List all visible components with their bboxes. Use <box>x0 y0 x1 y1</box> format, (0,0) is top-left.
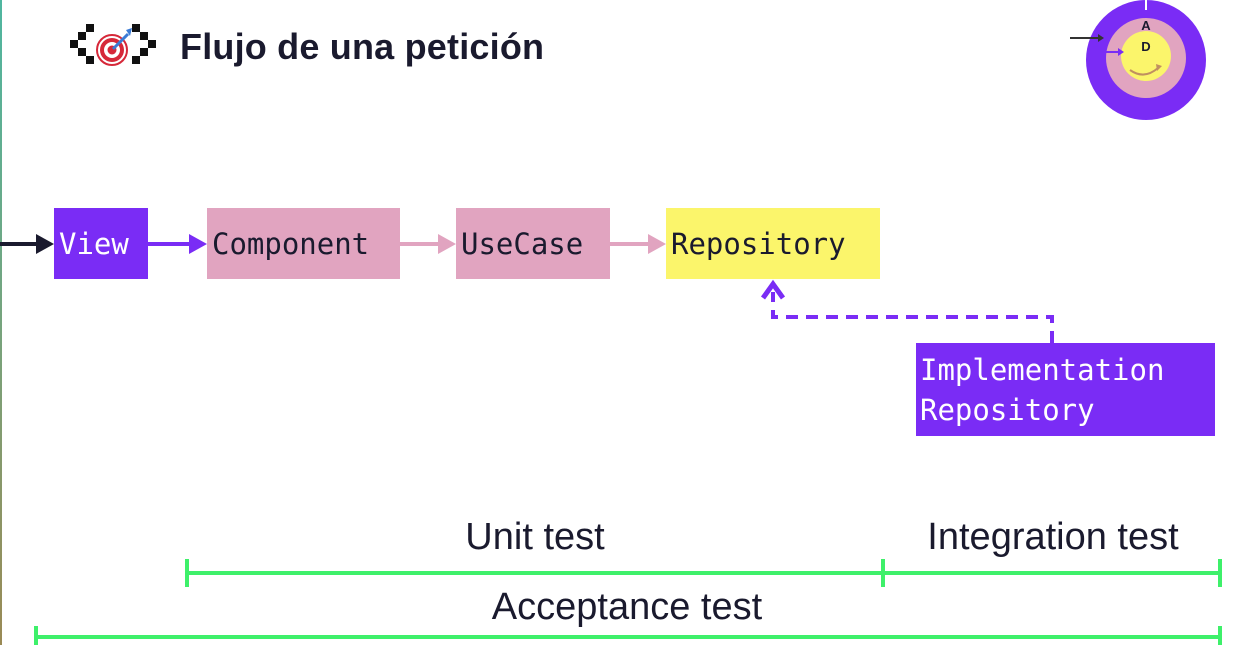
page-title: Flujo de una petición <box>180 26 545 67</box>
component-to-usecase-arrow <box>400 234 456 254</box>
target-logo-icon <box>70 24 156 66</box>
repository-box: Repository <box>666 208 880 279</box>
component-box: Component <box>207 208 400 279</box>
left-edge-accent <box>0 0 2 645</box>
integration-test-label: Integration test <box>927 516 1179 558</box>
usecase-box-label: UseCase <box>461 226 584 261</box>
usecase-box: UseCase <box>456 208 610 279</box>
view-box-label: View <box>59 226 129 261</box>
view-box: View <box>54 208 148 279</box>
implementation-label-line1: Implementation <box>920 353 1165 387</box>
implementation-repository-box: Implementation Repository <box>916 343 1215 436</box>
badge-inner-letter: D <box>1141 39 1150 54</box>
unit-test-bracket <box>185 559 885 587</box>
unit-test-label: Unit test <box>465 516 605 558</box>
implementation-label-line2: Repository <box>920 393 1095 427</box>
badge-outer-letter: A <box>1141 18 1151 33</box>
repository-box-label: Repository <box>671 226 846 261</box>
entry-arrow <box>0 234 54 254</box>
architecture-badge-icon: A D <box>1070 0 1206 120</box>
acceptance-test-label: Acceptance test <box>491 586 763 628</box>
component-box-label: Component <box>212 226 370 261</box>
integration-test-bracket <box>883 559 1222 587</box>
view-to-component-arrow <box>148 234 207 254</box>
implements-dashed-arrow <box>760 279 1054 343</box>
title-area: Flujo de una petición <box>66 22 544 72</box>
usecase-to-repository-arrow <box>610 234 666 254</box>
